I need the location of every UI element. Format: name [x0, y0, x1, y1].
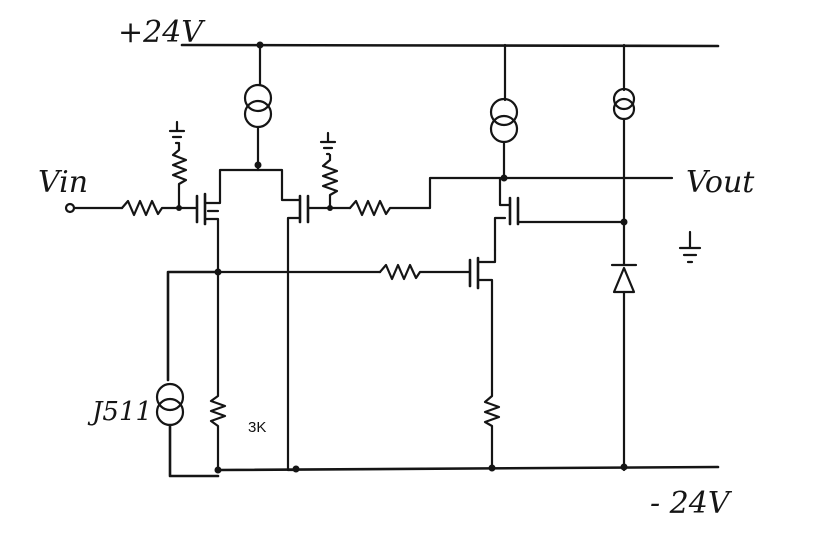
jfet-loop — [166, 270, 220, 382]
input-node-dot — [176, 205, 182, 211]
driver-source-resistor — [483, 388, 501, 472]
output-label: Vout — [686, 165, 755, 200]
current-source-output — [489, 97, 519, 144]
current-source-tail — [243, 83, 273, 129]
diode-reference — [610, 220, 638, 472]
positive-rail — [180, 43, 720, 48]
feedback-resistor — [348, 176, 502, 217]
current-source-right — [612, 87, 636, 121]
input-label: Vin — [38, 165, 88, 200]
mosfet-driver — [468, 248, 497, 392]
bias-resistor-left — [171, 141, 188, 210]
jfet-label: J511 — [87, 397, 152, 427]
input-terminal — [64, 202, 76, 214]
resistor-value-label: 3K — [248, 419, 266, 436]
jfet-return — [168, 423, 220, 478]
bias-resistor-mid — [321, 153, 339, 210]
tail-node-bottom — [254, 161, 262, 169]
mosfet-input — [195, 163, 260, 274]
ground-symbol-right — [678, 230, 702, 264]
input-resistor — [120, 199, 198, 217]
mosfet-output — [493, 176, 626, 252]
jfet-current-source — [155, 382, 185, 427]
driver-resistor — [378, 263, 472, 281]
ground-symbol-mid — [319, 131, 337, 156]
negative-rail — [216, 465, 720, 472]
negative-rail-label: - 24V — [650, 486, 733, 521]
neg-node-4 — [620, 463, 628, 471]
resistor-3k — [209, 270, 227, 472]
ground-symbol-left — [168, 120, 186, 145]
neg-node-3 — [488, 464, 496, 472]
neg-node-1 — [214, 466, 222, 474]
